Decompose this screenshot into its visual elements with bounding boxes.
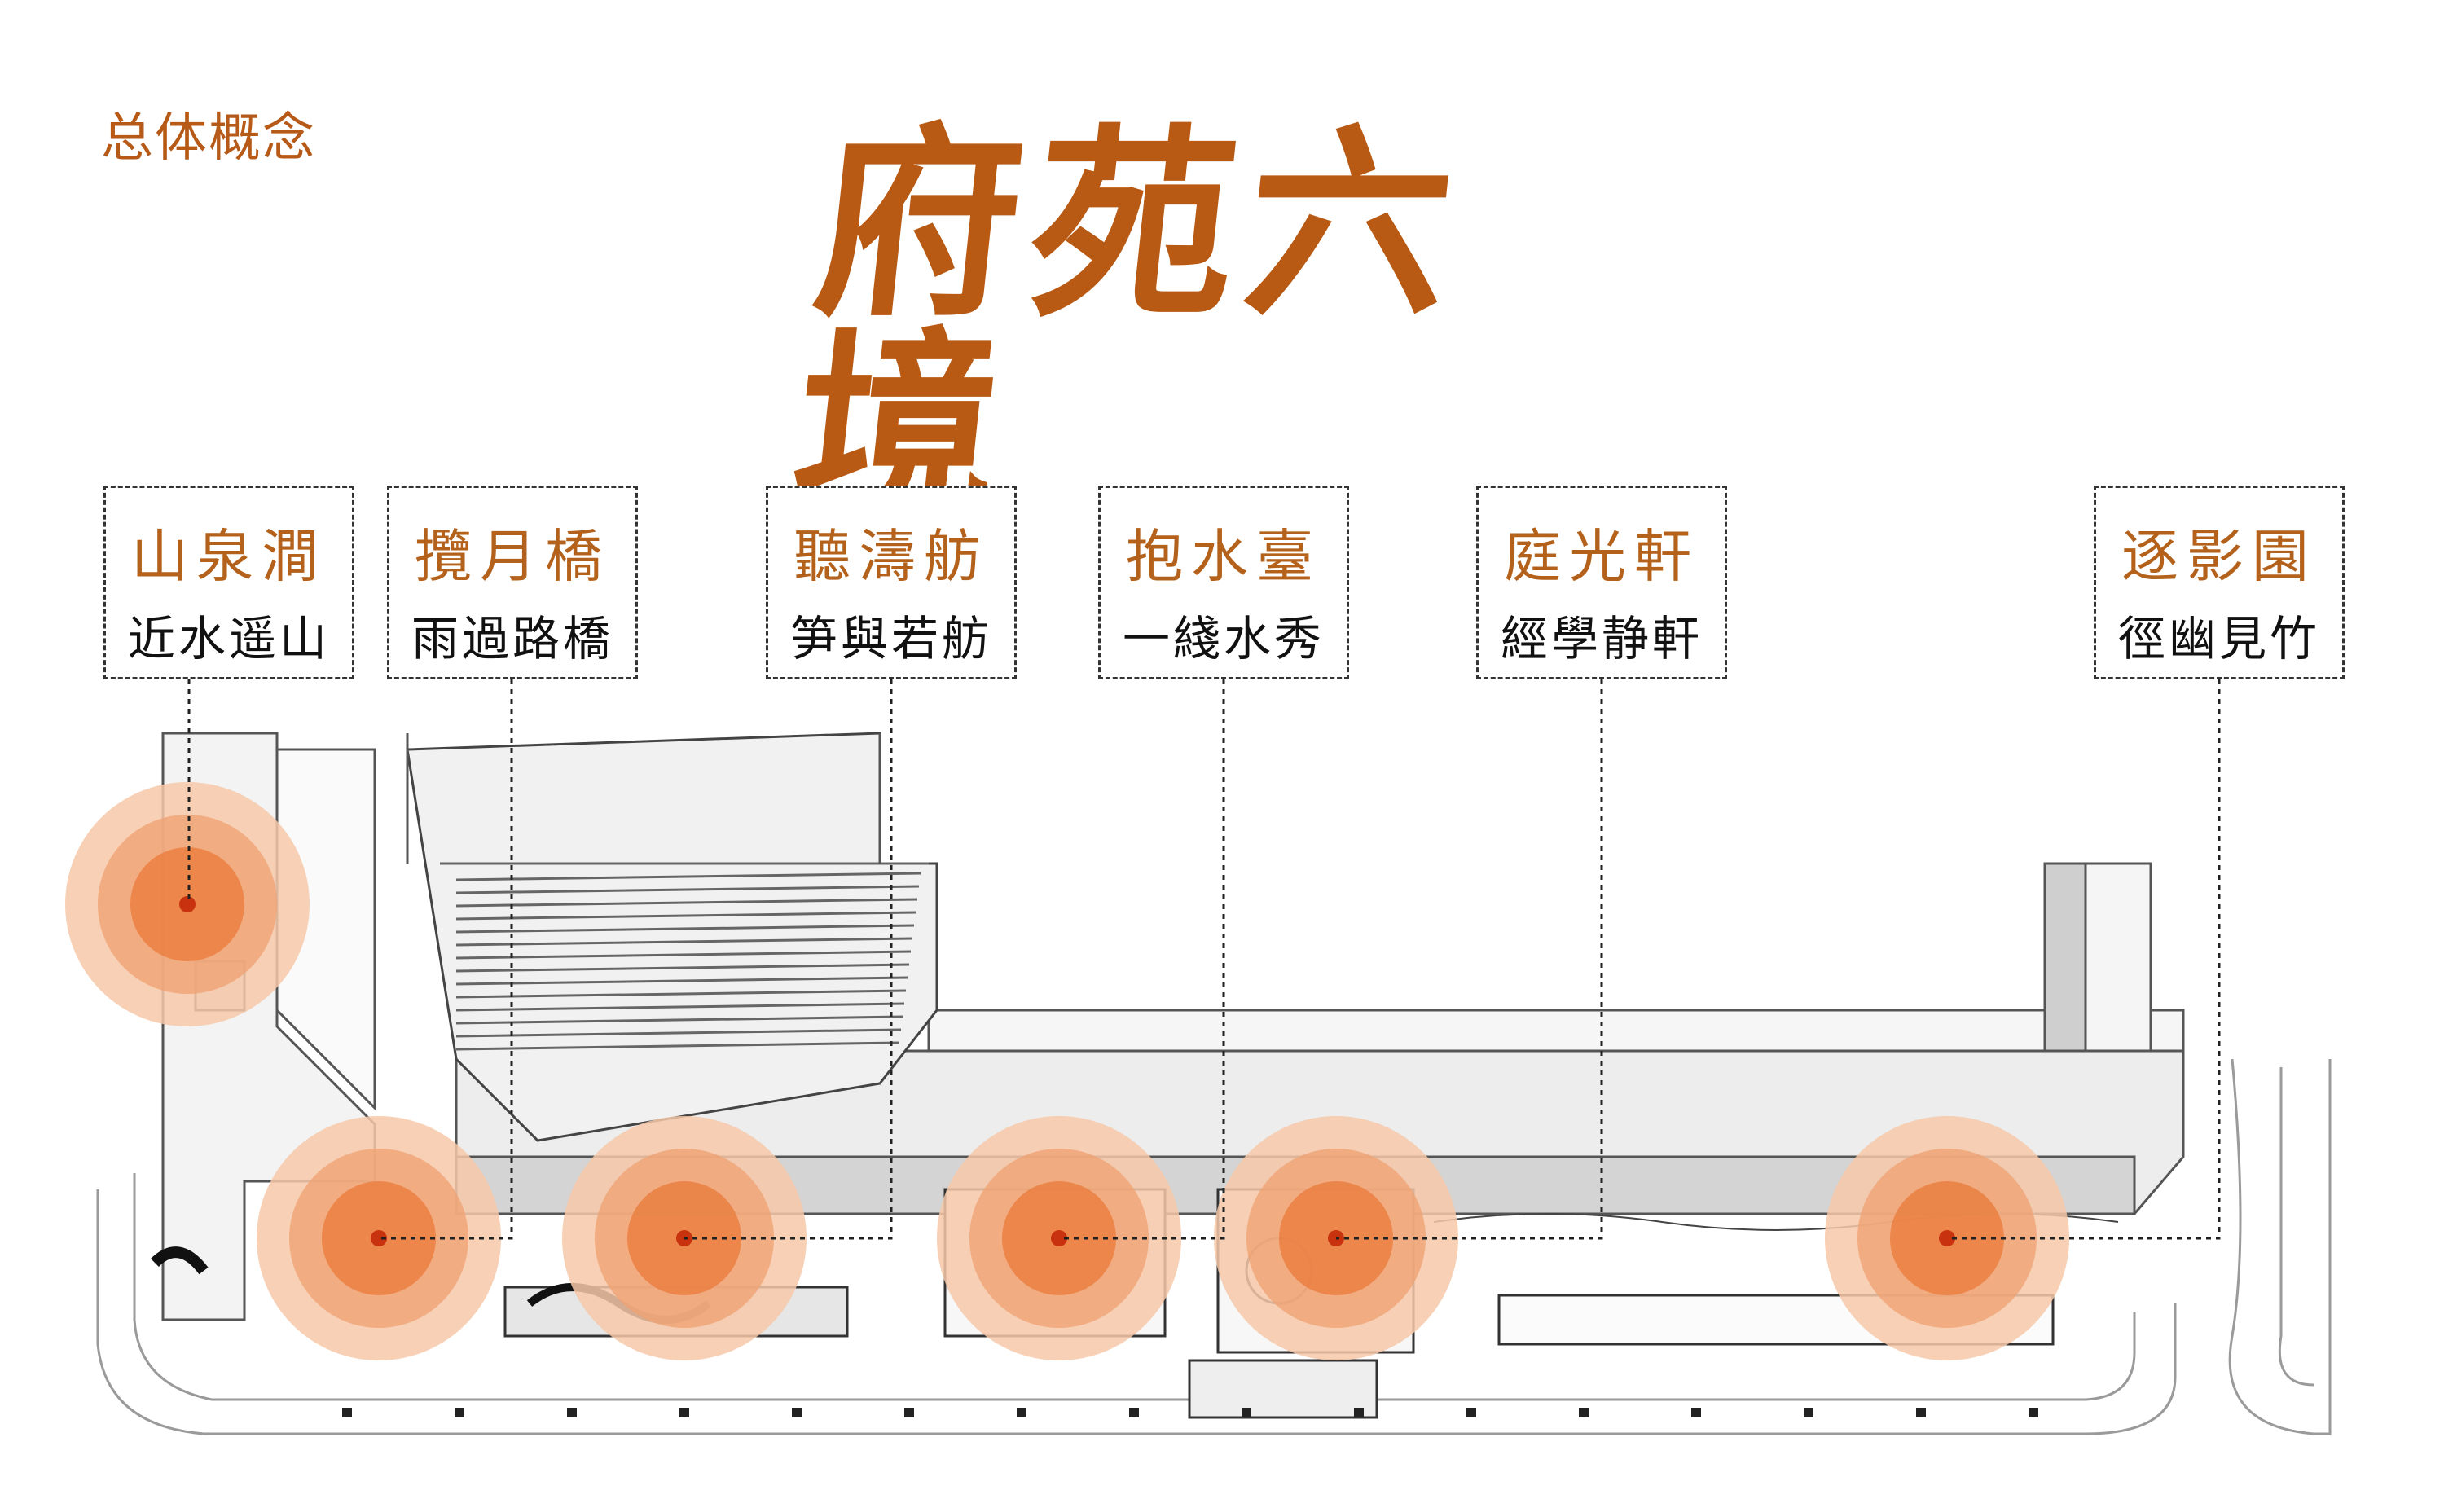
- tower: [406, 732, 938, 1142]
- lamp-post: [1804, 1408, 1813, 1418]
- leader-lines: [187, 679, 2221, 1240]
- main-title: 府苑六境: [783, 104, 1475, 547]
- tower-floor-line: [455, 976, 908, 986]
- zone-name: 攬月橋: [415, 523, 610, 590]
- tower-floor-line: [455, 924, 915, 934]
- tower-floor-line: [455, 989, 907, 999]
- lamp-post: [2029, 1408, 2038, 1418]
- tower-floor-line: [455, 950, 912, 960]
- lamp-post: [792, 1408, 802, 1418]
- lamp-post: [1691, 1408, 1701, 1418]
- lamp-post: [455, 1408, 464, 1418]
- right-block: [2043, 862, 2152, 1053]
- zone-label-1: 山泉澗 近水遥山: [103, 486, 354, 679]
- zone-label-4: 抱水臺 一綫水秀: [1098, 486, 1349, 679]
- lamp-post: [342, 1408, 352, 1418]
- tower-floor-line: [455, 1041, 900, 1051]
- zone-name: 聽濤舫: [793, 523, 989, 590]
- lamp-post: [1242, 1408, 1251, 1418]
- tower-floor-line: [455, 885, 920, 894]
- tower-floor-line: [455, 1028, 902, 1038]
- zone-motto: 笋與若舫: [789, 611, 992, 666]
- tower-floor-line: [455, 1015, 903, 1025]
- leader-line: [379, 679, 513, 1240]
- lamp-post: [679, 1408, 689, 1418]
- leader-line: [1947, 679, 2221, 1240]
- leader-line: [1059, 679, 1225, 1240]
- lamp-post: [567, 1408, 577, 1418]
- tower-floor-line: [455, 872, 921, 881]
- zone-label-5: 庭光軒 經學静軒: [1476, 486, 1727, 679]
- hotspot-center: [179, 896, 196, 912]
- subtitle: 总体概念: [101, 108, 316, 169]
- zone-name: 抱水臺: [1126, 523, 1321, 590]
- zone-motto: 經學静軒: [1500, 611, 1703, 666]
- tower-floor-line: [455, 1002, 905, 1012]
- tower-floor-line: [455, 937, 913, 947]
- site-ground: [96, 1058, 2332, 1435]
- tower-floor-line: [455, 911, 916, 921]
- tower-floor-line: [455, 898, 918, 908]
- hotspot-center: [1939, 1230, 1955, 1246]
- lamp-post: [1579, 1408, 1589, 1418]
- zone-motto: 近水遥山: [127, 611, 330, 666]
- leader-line: [684, 679, 893, 1240]
- leader-line: [1336, 679, 1603, 1240]
- zone-name: 山泉澗: [131, 523, 327, 590]
- zone-label-3: 聽濤舫 笋與若舫: [766, 486, 1017, 679]
- zone-label-2: 攬月橋 雨過路橋: [387, 486, 638, 679]
- lamp-post: [1466, 1408, 1476, 1418]
- lamp-post: [1129, 1408, 1139, 1418]
- lamp-post: [1916, 1408, 1926, 1418]
- zone-motto: 一綫水秀: [1122, 611, 1325, 666]
- zone-motto: 雨過路橋: [411, 611, 613, 666]
- zone-name: 庭光軒: [1504, 523, 1699, 590]
- hotspot-center: [371, 1230, 387, 1246]
- lamp-post: [904, 1408, 914, 1418]
- zone-name: 逐影園: [2121, 523, 2317, 590]
- street-lamps: [342, 1408, 2038, 1418]
- lamp-post: [1354, 1408, 1364, 1418]
- zone-motto: 徑幽見竹: [2117, 611, 2320, 666]
- lamp-post: [1017, 1408, 1026, 1418]
- zone-label-6: 逐影園 徑幽見竹: [2094, 486, 2345, 679]
- hotspot-center: [1051, 1230, 1067, 1246]
- tower-floor-line: [455, 963, 910, 973]
